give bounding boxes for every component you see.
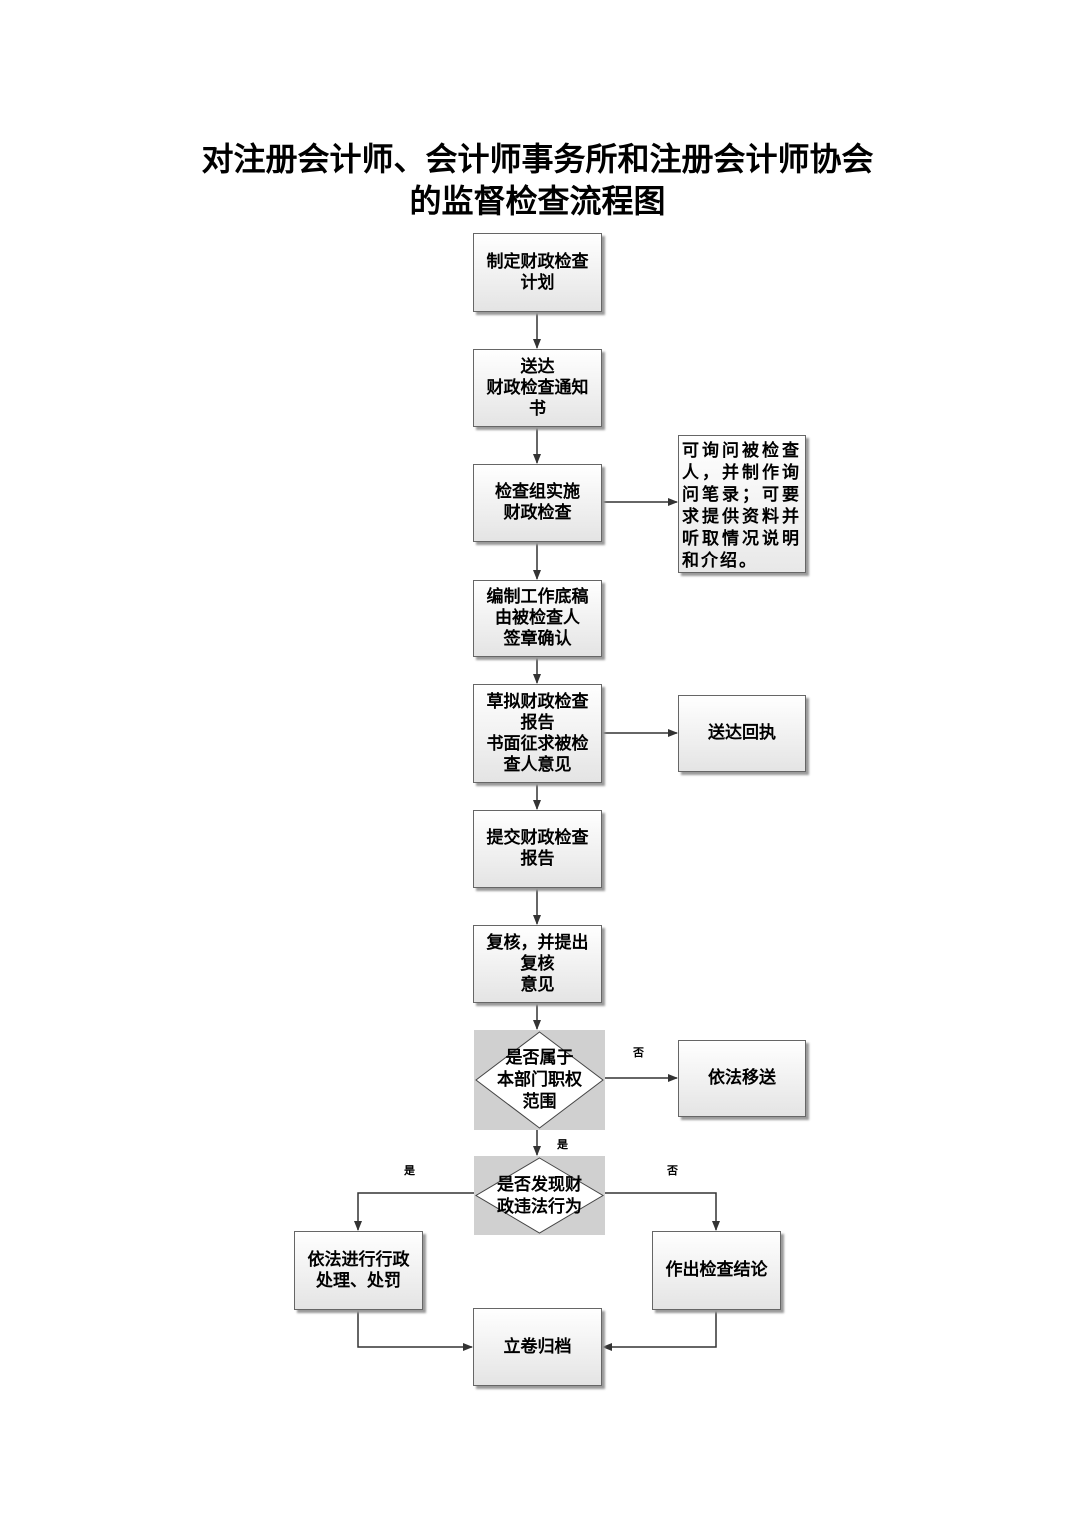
arrow-penalty-to-archive (357, 1310, 473, 1351)
step-review: 复核，并提出 复核 意见 (473, 925, 602, 1003)
step-implement-label: 检查组实施 财政检查 (495, 482, 580, 523)
step-notice-label: 送达 财政检查通知 书 (486, 356, 589, 419)
step-receipt: 送达回执 (678, 695, 806, 772)
note-interview-text: 可询问被检查人，并制作询问笔录；可要求提供资料并听取情况说明和介绍。 (682, 441, 801, 571)
decision-violation-diamond (475, 1157, 604, 1234)
title-line-1: 对注册会计师、会计师事务所和注册会计师协会 (201, 140, 874, 178)
step-submit-report-label: 提交财政检查 报告 (486, 828, 589, 869)
step-receipt-label: 送达回执 (708, 723, 776, 743)
step-review-label: 复核，并提出 复核 意见 (486, 932, 589, 995)
step-archive: 立卷归档 (473, 1308, 602, 1386)
step-transfer: 依法移送 (678, 1040, 806, 1117)
decision-violation: 是否发现财 政违法行为 (474, 1156, 605, 1235)
edge-label-scope-no: 否 (633, 1046, 644, 1059)
edge-label-violation-no: 否 (667, 1164, 678, 1177)
step-penalty: 依法进行行政 处理、处罚 (294, 1231, 423, 1310)
step-working-papers: 编制工作底稿 由被检查人 签章确认 (473, 580, 602, 657)
step-penalty-label: 依法进行行政 处理、处罚 (307, 1249, 410, 1291)
edge-label-violation-yes: 是 (404, 1164, 415, 1177)
decision-scope-diamond (475, 1031, 604, 1129)
decision-scope: 是否属于 本部门职权 范围 (474, 1030, 605, 1130)
arrow-violation-to-conclusion (600, 1192, 720, 1231)
step-plan-label: 制定财政检查 计划 (486, 251, 589, 293)
step-notice: 送达 财政检查通知 书 (473, 349, 602, 427)
step-draft-report: 草拟财政检查 报告 书面征求被检 查人意见 (473, 684, 602, 783)
note-interview: 可询问被检查人，并制作询问笔录；可要求提供资料并听取情况说明和介绍。 (678, 435, 806, 573)
step-draft-report-label: 草拟财政检查 报告 书面征求被检 查人意见 (486, 691, 589, 775)
decision-scope-label: 是否属于 本部门职权 范围 (497, 1048, 582, 1112)
arrow-violation-to-penalty (354, 1192, 475, 1231)
step-submit-report: 提交财政检查 报告 (473, 810, 602, 888)
step-working-papers-label: 编制工作底稿 由被检查人 签章确认 (486, 587, 589, 649)
step-conclusion: 作出检查结论 (652, 1231, 781, 1310)
step-archive-label: 立卷归档 (503, 1336, 572, 1357)
edge-label-scope-yes: 是 (557, 1138, 568, 1151)
step-transfer-label: 依法移送 (708, 1068, 776, 1088)
title-line-2: 的监督检查流程图 (409, 182, 666, 220)
decision-violation-label: 是否发现财 政违法行为 (497, 1174, 582, 1217)
step-implement: 检查组实施 财政检查 (473, 464, 602, 542)
arrow-conclusion-to-archive (602, 1310, 717, 1351)
step-plan: 制定财政检查 计划 (473, 233, 602, 312)
step-conclusion-label: 作出检查结论 (665, 1260, 768, 1280)
